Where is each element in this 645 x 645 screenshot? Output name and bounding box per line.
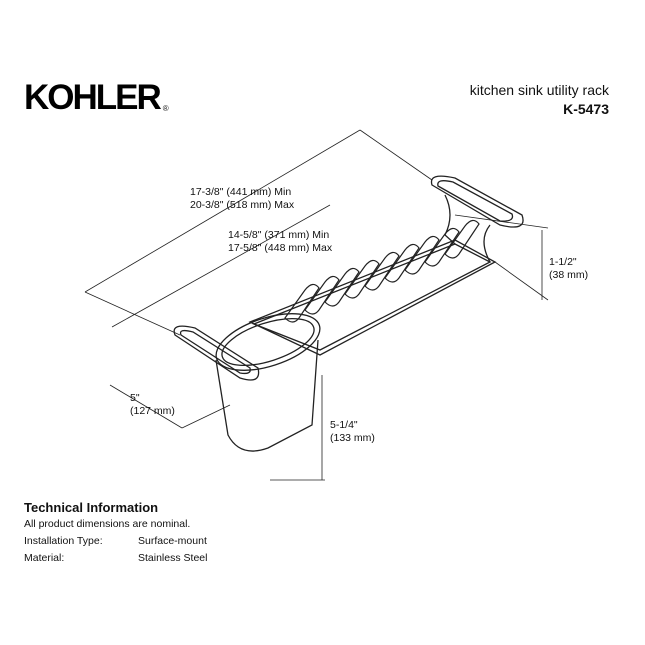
overall-length-min: 17-3/8" (441 mm) Min bbox=[190, 186, 292, 198]
wire-loop bbox=[384, 243, 420, 283]
product-model: K-5473 bbox=[563, 101, 609, 117]
overall-length-dimension: 17-3/8" (441 mm) Min 20-3/8" (518 mm) Ma… bbox=[190, 186, 294, 212]
utensil-cup bbox=[215, 313, 321, 452]
technical-info-title: Technical Information bbox=[24, 500, 159, 515]
wire-loop bbox=[404, 235, 440, 275]
cup-width-dimension: 5" (127 mm) bbox=[130, 392, 175, 418]
cup-depth-mm: (133 mm) bbox=[330, 432, 375, 444]
product-name: kitchen sink utility rack bbox=[469, 82, 609, 98]
inner-length-min: 14-5/8" (371 mm) Min bbox=[228, 229, 330, 241]
cup-width-inches: 5" bbox=[130, 392, 140, 404]
left-handle bbox=[173, 325, 260, 381]
height-dimension: 1-1/2" (38 mm) bbox=[549, 256, 588, 282]
cup-depth-inches: 5-1/4" bbox=[330, 419, 358, 431]
registered-mark: ® bbox=[162, 104, 169, 113]
wire-loop bbox=[284, 283, 320, 323]
dimension-lines bbox=[84, 129, 549, 481]
wire-loop bbox=[424, 227, 460, 267]
cup-depth-dimension: 5-1/4" (133 mm) bbox=[330, 419, 375, 445]
height-mm: (38 mm) bbox=[549, 269, 589, 281]
wire-loop bbox=[444, 219, 480, 259]
installation-type-label: Installation Type: bbox=[24, 535, 103, 547]
inner-length-dimension: 14-5/8" (371 mm) Min 17-5/8" (448 mm) Ma… bbox=[228, 229, 332, 255]
inner-length-max: 17-5/8" (448 mm) Max bbox=[228, 242, 333, 254]
technical-info-note: All product dimensions are nominal. bbox=[24, 518, 191, 530]
material-label: Material: bbox=[24, 552, 65, 564]
kohler-logo: KOHLER bbox=[24, 78, 162, 117]
wire-loop bbox=[324, 267, 360, 307]
right-handle bbox=[430, 175, 524, 263]
cup-width-mm: (127 mm) bbox=[130, 405, 175, 417]
material-value: Stainless Steel bbox=[138, 552, 208, 564]
installation-type-value: Surface-mount bbox=[138, 535, 207, 547]
rack-wire-loops bbox=[284, 219, 480, 323]
logo-area: KOHLER ® bbox=[24, 80, 169, 116]
wire-loop bbox=[304, 275, 340, 315]
wire-loop bbox=[364, 251, 400, 291]
height-inches: 1-1/2" bbox=[549, 256, 577, 268]
overall-length-max: 20-3/8" (518 mm) Max bbox=[190, 199, 295, 211]
rack-frame bbox=[248, 239, 497, 356]
wire-loop bbox=[344, 259, 380, 299]
